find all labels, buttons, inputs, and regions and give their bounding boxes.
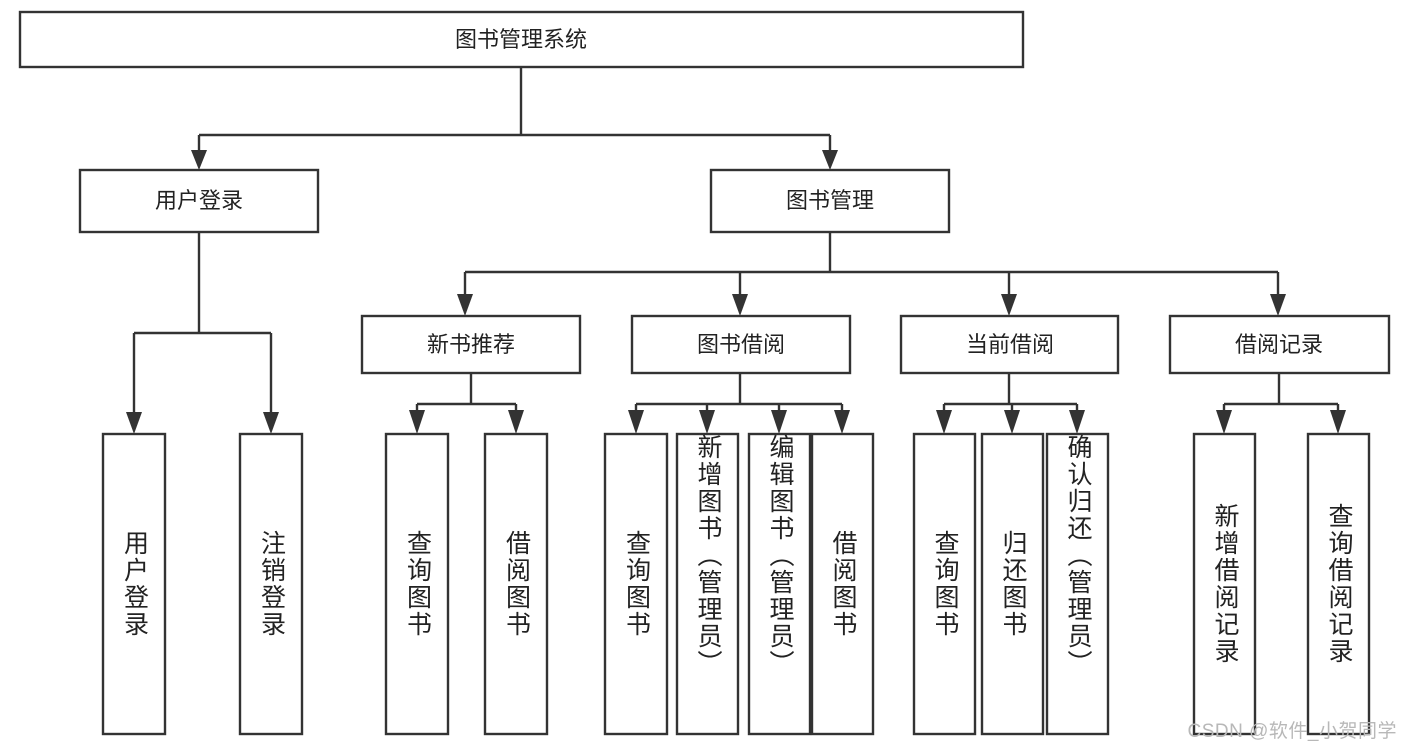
- node-label-root: 图书管理系统: [455, 27, 587, 52]
- arrow-head-book-mgmt: [822, 150, 838, 170]
- node-box-current-borrow[interactable]: [899, 314, 1120, 375]
- arrow-head-nb-leaf-2: [508, 410, 524, 434]
- connector-group-book-borrow-to-leaves: [628, 373, 850, 434]
- arrow-head-book-borrow: [732, 294, 748, 316]
- node-label-book-management: 图书管理: [786, 188, 874, 213]
- csdn-watermark: CSDN @软件_小贺同学: [1187, 721, 1397, 742]
- arrow-head-cb-leaf-1: [936, 410, 952, 434]
- connector-group-new-book-to-leaves: [409, 373, 524, 434]
- arrow-head-cb-leaf-3: [1069, 410, 1085, 434]
- arrow-head-leaf-logout: [263, 412, 279, 434]
- connector-group-user-login-to-leaves: [126, 232, 279, 434]
- node-label-new-book-recommend: 新书推荐: [427, 332, 515, 357]
- arrow-head-br-leaf-2: [1330, 410, 1346, 434]
- connector-group-borrow-record-to-leaves: [1216, 373, 1346, 434]
- node-box-borrow-record[interactable]: [1168, 314, 1391, 375]
- node-box-user-login[interactable]: [78, 168, 320, 234]
- leaf-box-br-add-record[interactable]: [1192, 432, 1257, 736]
- leaf-box-bb-add-book[interactable]: [675, 432, 740, 736]
- leaf-box-bb-query-book[interactable]: [603, 432, 669, 736]
- arrow-head-bb-leaf-2: [699, 410, 715, 434]
- node-box-book-borrow[interactable]: [630, 314, 852, 375]
- leaf-box-cb-confirm-return[interactable]: [1045, 432, 1110, 736]
- arrow-head-borrow-record: [1270, 294, 1286, 316]
- leaf-box-user-login[interactable]: [101, 432, 167, 736]
- leaf-box-cb-return-book[interactable]: [980, 432, 1045, 736]
- connector-group-current-borrow-to-leaves: [936, 373, 1085, 434]
- node-label-current-borrow: 当前借阅: [966, 332, 1054, 357]
- leaf-box-logout[interactable]: [238, 432, 304, 736]
- arrow-head-bb-leaf-1: [628, 410, 644, 434]
- leaf-box-cb-query-book[interactable]: [912, 432, 977, 736]
- arrow-head-new-book: [457, 294, 473, 316]
- leaf-box-nb-borrow-book[interactable]: [483, 432, 549, 736]
- node-box-root[interactable]: [18, 10, 1025, 69]
- arrow-head-user-login: [191, 150, 207, 170]
- leaf-box-nb-query-book[interactable]: [384, 432, 450, 736]
- node-label-user-login: 用户登录: [155, 188, 243, 213]
- connector-group-book-mgmt-to-level3: [457, 232, 1286, 316]
- arrow-head-leaf-user-login: [126, 412, 142, 434]
- leaf-box-bb-borrow-book[interactable]: [810, 432, 875, 736]
- arrow-head-bb-leaf-3: [771, 410, 787, 434]
- leaf-box-br-query-record[interactable]: [1306, 432, 1371, 736]
- node-box-book-management[interactable]: [709, 168, 951, 234]
- arrow-head-br-leaf-1: [1216, 410, 1232, 434]
- node-label-book-borrow: 图书借阅: [697, 332, 785, 357]
- arrow-head-bb-leaf-4: [834, 410, 850, 434]
- connector-group-root-to-level2: [191, 67, 838, 170]
- arrow-head-nb-leaf-1: [409, 410, 425, 434]
- node-label-borrow-record: 借阅记录: [1235, 332, 1323, 357]
- arrow-head-cb-leaf-2: [1004, 410, 1020, 434]
- node-box-new-book-recommend[interactable]: [360, 314, 582, 375]
- arrow-head-current-borrow: [1001, 294, 1017, 316]
- leaf-box-bb-edit-book[interactable]: [747, 432, 812, 736]
